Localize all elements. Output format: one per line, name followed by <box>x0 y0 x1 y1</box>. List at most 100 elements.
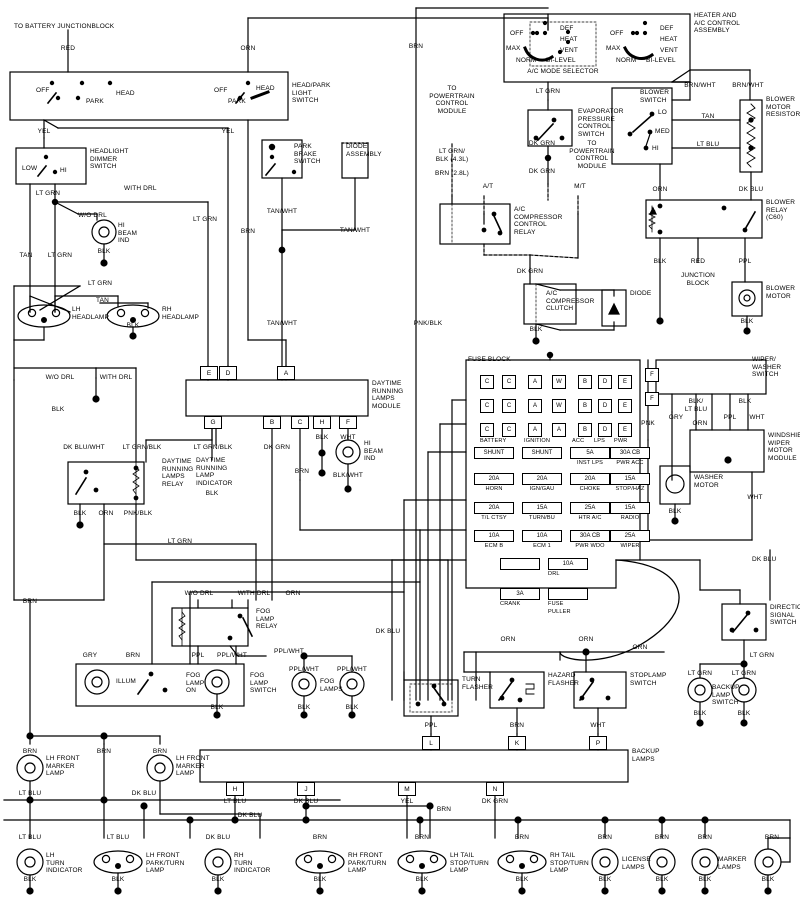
gnd-4: BLK <box>415 876 429 883</box>
terminal-H[interactable]: H <box>226 782 244 796</box>
acms-bilevel-r: BI-LEVEL <box>646 57 676 64</box>
mt-note: M/T <box>574 183 586 190</box>
lamp-label-3: LH FRONT PARK/TURN LAMP <box>146 852 185 875</box>
fuse-ecm-b[interactable]: 10A <box>474 530 514 542</box>
terminal-D[interactable]: D <box>219 366 237 380</box>
fuse-cavity-a-r3c4[interactable]: A <box>552 423 566 437</box>
fuse-lower-crank[interactable]: 3A <box>500 588 540 600</box>
fuse-cavity-c-r3c1[interactable]: C <box>480 423 494 437</box>
fuse-label-horn: HORN <box>485 486 503 492</box>
fuse-cavity-a-r3c3[interactable]: A <box>528 423 542 437</box>
fuse-cavity-c-r3c2[interactable]: C <box>502 423 516 437</box>
fuse-lower-drl[interactable]: 10A <box>548 558 588 570</box>
fuse-cavity-c-r2c1[interactable]: C <box>480 399 494 413</box>
fuse-cavity-d-r1c6[interactable]: D <box>598 375 612 389</box>
wire-lt-blu-pt: LT BLU <box>106 834 130 841</box>
fuse-cavity-b-r3c5[interactable]: B <box>578 423 592 437</box>
fuse-lower-fuse-puller[interactable] <box>548 588 588 600</box>
terminal-N[interactable]: N <box>486 782 504 796</box>
fuse-radio[interactable]: 15A <box>610 502 650 514</box>
wire-wht-wipermod: WHT <box>747 494 763 501</box>
wire-brn-lhm2: BRN <box>96 748 112 755</box>
fuse-cavity-f-2[interactable]: F <box>645 392 659 406</box>
fuse-turn-bu[interactable]: 15A <box>522 502 562 514</box>
fog-lamp-relay-label: FOG LAMP RELAY <box>256 608 278 631</box>
stoplamp-switch-label: STOPLAMP SWITCH <box>630 672 667 687</box>
cavity-group-ignition: IGNITION <box>524 438 551 444</box>
fuse-label-t-l-ctsy: T/L CTSY <box>481 515 507 521</box>
terminal-E[interactable]: E <box>200 366 218 380</box>
terminal-G[interactable]: G <box>204 416 222 429</box>
fuse-t-l-ctsy[interactable]: 20A <box>474 502 514 514</box>
terminal-J[interactable]: J <box>297 782 315 796</box>
fuse-ecm-1[interactable]: 10A <box>522 530 562 542</box>
fuse-cavity-a-r2c3[interactable]: A <box>528 399 542 413</box>
fuse-label-choke: CHOKE <box>579 486 601 492</box>
to-pcm-1: TO POWERTRAIN CONTROL MODULE <box>429 85 475 115</box>
gnd-9: BLK <box>761 876 775 883</box>
gnd-0: BLK <box>23 876 37 883</box>
wire-ppl-blower: PPL <box>738 258 752 265</box>
fuse-cavity-d-r3c6[interactable]: D <box>598 423 612 437</box>
fuse-cavity-b-r2c5[interactable]: B <box>578 399 592 413</box>
fuse-cavity-e-r2c7[interactable]: E <box>618 399 632 413</box>
wire-dk-grn-3: DK GRN <box>516 268 544 275</box>
terminal-C[interactable]: C <box>291 416 309 429</box>
fuse-inst-lps[interactable]: 5A <box>570 447 610 459</box>
fuse-pwr-acc[interactable]: 30A CB <box>610 447 650 459</box>
fuse-cavity-e-r3c7[interactable]: E <box>618 423 632 437</box>
terminal-P[interactable]: P <box>589 736 607 750</box>
wire-brn-top: BRN <box>408 43 424 50</box>
terminal-H[interactable]: H <box>313 416 331 429</box>
fuse-cavity-w-r2c4[interactable]: W <box>552 399 566 413</box>
fuse-cavity-c-r2c2[interactable]: C <box>502 399 516 413</box>
fuse-shunt[interactable]: SHUNT <box>474 447 514 459</box>
terminal-B[interactable]: B <box>263 416 281 429</box>
fuse-pwr-wdo[interactable]: 30A CB <box>570 530 610 542</box>
blower-lo: LO <box>658 109 667 116</box>
fuse-cavity-e-r1c7[interactable]: E <box>618 375 632 389</box>
fuse-choke[interactable]: 20A <box>570 473 610 485</box>
wire-dk-blu-blower: DK BLU <box>738 186 764 193</box>
fuse-cavity-d-r2c6[interactable]: D <box>598 399 612 413</box>
wo-drl-note-1: W/O DRL <box>78 212 107 219</box>
fuse-horn[interactable]: 20A <box>474 473 514 485</box>
terminal-L[interactable]: L <box>422 736 440 750</box>
with-drl-note-2: WITH DRL <box>99 374 133 381</box>
fuse-wiper[interactable]: 25A <box>610 530 650 542</box>
wire-brn-lhm1: BRN <box>22 748 38 755</box>
fuse-label-inst-lps: INST LPS <box>577 460 603 466</box>
wire-blk-drl: BLK <box>51 406 65 413</box>
wire-orn-wiper: ORN <box>692 420 708 427</box>
wire-blk-fogsw: BLK <box>210 704 224 711</box>
wire-lt-grn-bl1: LT GRN <box>687 670 713 677</box>
wire-orn-bus: ORN <box>632 644 648 651</box>
fuse-shunt[interactable]: SHUNT <box>522 447 562 459</box>
terminal-K[interactable]: K <box>508 736 526 750</box>
fuse-lower-blank0[interactable] <box>500 558 540 570</box>
fuse-cavity-b-r1c5[interactable]: B <box>578 375 592 389</box>
fuse-cavity-a-r1c3[interactable]: A <box>528 375 542 389</box>
fuse-cavity-w-r1c4[interactable]: W <box>552 375 566 389</box>
acms-def-l: DEF <box>560 25 574 32</box>
headlight-dimmer-switch-label: HEADLIGHT DIMMER SWITCH <box>90 148 129 171</box>
wire-brn-mk3: BRN <box>764 834 780 841</box>
fuse-htr-a-c[interactable]: 25A <box>570 502 610 514</box>
terminal-M[interactable]: M <box>398 782 416 796</box>
at-note: A/T <box>482 183 494 190</box>
fuse-cavity-f-1[interactable]: F <box>645 368 659 382</box>
heater-ac-control-assembly-label: HEATER AND A/C CONTROL ASSEMBLY <box>694 12 741 35</box>
fuse-ign-gau[interactable]: 20A <box>522 473 562 485</box>
terminal-A[interactable]: A <box>277 366 295 380</box>
hi-beam-ind-label: HI BEAM IND <box>118 222 138 245</box>
brn-28-note: BRN (2.8L) <box>434 170 470 177</box>
wire-blk-drlrelay: BLK <box>73 510 87 517</box>
fuse-cavity-c-r1c2[interactable]: C <box>502 375 516 389</box>
fuse-label-pwr-wdo: PWR WDO <box>575 543 605 549</box>
terminal-F[interactable]: F <box>339 416 357 429</box>
wire-pnk-wiper: PNK <box>641 420 655 427</box>
fuse-stop-haz[interactable]: 15A <box>610 473 650 485</box>
fuse-cavity-c-r1c1[interactable]: C <box>480 375 494 389</box>
gnd-3: BLK <box>313 876 327 883</box>
